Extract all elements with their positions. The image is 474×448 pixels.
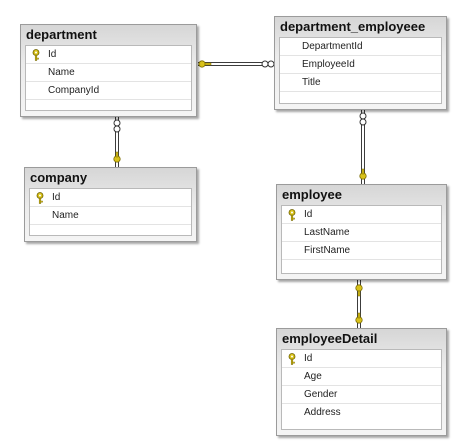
key-icon: [288, 209, 296, 221]
relationship-department-employeee-employee[interactable]: [359, 110, 367, 184]
relationship-department-company[interactable]: [113, 117, 121, 167]
table-department[interactable]: department Id Name CompanyId: [20, 24, 197, 117]
table-title: employee: [282, 187, 342, 202]
key-icon: [32, 49, 40, 61]
column-name: Address: [304, 407, 341, 418]
table-title: company: [30, 170, 88, 185]
column-name: Id: [52, 192, 61, 203]
table-employee[interactable]: employee Id LastName FirstName: [276, 184, 447, 280]
column-row[interactable]: Id: [282, 206, 441, 224]
column-row[interactable]: EmployeeId: [280, 56, 441, 74]
column-name: Title: [302, 77, 321, 88]
column-row[interactable]: Address: [282, 404, 441, 421]
column-row[interactable]: Id: [282, 350, 441, 368]
table-department-employeee[interactable]: department_employeee DepartmentId Employ…: [274, 16, 447, 110]
column-name: Name: [48, 67, 75, 78]
column-name: Age: [304, 371, 322, 382]
one-end-key-icon: [113, 151, 121, 163]
column-name: LastName: [304, 227, 350, 238]
column-name: Id: [48, 49, 57, 60]
many-end-infinity-icon: [359, 112, 367, 126]
key-icon: [288, 353, 296, 365]
many-end-infinity-icon: [261, 60, 275, 68]
column-row[interactable]: LastName: [282, 224, 441, 242]
table-title: employeeDetail: [282, 331, 378, 346]
table-title: department_employeee: [280, 19, 426, 34]
column-row[interactable]: DepartmentId: [280, 38, 441, 56]
column-list: Id LastName FirstName: [281, 205, 442, 274]
column-list: DepartmentId EmployeeId Title: [279, 37, 442, 104]
relationship-department-department-employeee[interactable]: [198, 60, 275, 68]
table-employeedetail[interactable]: employeeDetail Id Age Gender Address: [276, 328, 447, 436]
many-end-infinity-icon: [113, 119, 121, 133]
column-name: Id: [304, 353, 313, 364]
empty-row: [280, 92, 441, 109]
empty-row: [30, 225, 191, 242]
key-icon: [36, 192, 44, 204]
empty-row: [26, 100, 191, 117]
column-name: Name: [52, 210, 79, 221]
relationship-employee-employeedetail[interactable]: [355, 280, 363, 328]
one-end-key-icon: [198, 60, 212, 68]
column-row[interactable]: Age: [282, 368, 441, 386]
column-list: Id Age Gender Address: [281, 349, 442, 430]
column-row[interactable]: Id: [26, 46, 191, 64]
one-end-key-icon: [355, 312, 363, 324]
table-company[interactable]: company Id Name: [24, 167, 197, 242]
column-row[interactable]: Name: [30, 207, 191, 225]
column-list: Id Name: [29, 188, 192, 236]
column-name: Gender: [304, 389, 338, 400]
one-end-key-icon: [355, 284, 363, 297]
column-row[interactable]: Name: [26, 64, 191, 82]
column-name: CompanyId: [48, 85, 100, 96]
empty-row: [282, 260, 441, 277]
column-name: FirstName: [304, 245, 351, 256]
column-row[interactable]: Gender: [282, 386, 441, 404]
column-list: Id Name CompanyId: [25, 45, 192, 111]
column-name: Id: [304, 209, 313, 220]
table-title: department: [26, 27, 97, 42]
column-row[interactable]: Title: [280, 74, 441, 92]
column-row[interactable]: Id: [30, 189, 191, 207]
column-name: DepartmentId: [302, 41, 363, 52]
column-row[interactable]: CompanyId: [26, 82, 191, 100]
column-name: EmployeeId: [302, 59, 355, 70]
one-end-key-icon: [359, 168, 367, 180]
column-row[interactable]: FirstName: [282, 242, 441, 260]
